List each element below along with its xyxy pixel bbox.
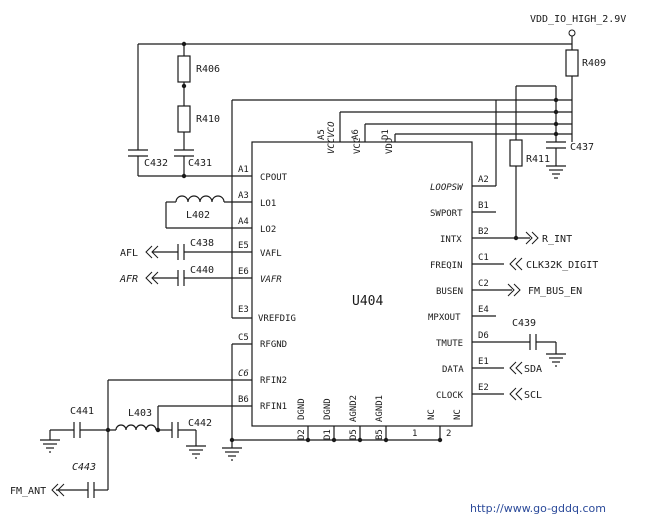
pin-sig-dgnd-1: DGND <box>297 398 307 420</box>
net-sda: SDA <box>524 364 542 375</box>
net-fm-ant: FM_ANT <box>10 486 46 497</box>
l403-label: L403 <box>128 408 152 419</box>
net-fm-bus-en: FM_BUS_EN <box>528 286 582 297</box>
watermark-url: http://www.go-gddq.com <box>470 502 606 515</box>
pin-sig-vrefdig: VREFDIG <box>258 314 296 324</box>
pin-sig-lo2: LO2 <box>260 225 276 235</box>
pin-num-a6: A6 <box>351 129 361 140</box>
pin-num-c1: C1 <box>478 253 489 263</box>
c440-label: C440 <box>190 265 214 276</box>
pin-num-d2: D2 <box>297 429 307 440</box>
scl-arrow-icon <box>509 387 523 401</box>
resistor-r409 <box>565 49 579 77</box>
r411-label: R411 <box>526 154 550 165</box>
pin-sig-nc-2: NC <box>453 409 463 420</box>
fm-ant-arrow-icon <box>51 483 65 497</box>
pin-num-e6: E6 <box>238 267 249 277</box>
pin-num-d6: D6 <box>478 331 489 341</box>
pin-num-e5: E5 <box>238 241 249 251</box>
net-afl: AFL <box>120 248 138 259</box>
pin-sig-agnd1: AGND1 <box>375 395 385 422</box>
r409-label: R409 <box>582 58 606 69</box>
pin-sig-vafl: VAFL <box>260 249 282 259</box>
pin-num-1: 1 <box>412 429 417 439</box>
pin-num-a3: A3 <box>238 191 249 201</box>
pin-sig-swport: SWPORT <box>430 209 463 219</box>
pin-sig-rfgnd: RFGND <box>260 340 287 350</box>
pin-sig-vdd: VDD <box>385 138 395 154</box>
pin-num-c2: C2 <box>478 279 489 289</box>
resistor-r406 <box>177 55 191 83</box>
pin-sig-agnd2: AGND2 <box>349 395 359 422</box>
pin-sig-nc-1: NC <box>427 409 437 420</box>
c438-label: C438 <box>190 238 214 249</box>
net-scl: SCL <box>524 390 542 401</box>
ic-name: U404 <box>352 294 383 309</box>
l402-label: L402 <box>186 210 210 221</box>
pin-sig-intx: INTX <box>440 235 462 245</box>
pin-num-a2: A2 <box>478 175 489 185</box>
pin-sig-rfin1: RFIN1 <box>260 402 287 412</box>
sda-arrow-icon <box>509 361 523 375</box>
pin-num-c5: C5 <box>238 333 249 343</box>
r-int-arrow-icon <box>525 231 539 245</box>
c442-label: C442 <box>188 418 212 429</box>
pin-num-a1: A1 <box>238 165 249 175</box>
r410-label: R410 <box>196 114 220 125</box>
pin-num-b6: B6 <box>238 395 249 405</box>
clk-arrow-icon <box>509 257 523 271</box>
ic-body <box>251 141 473 427</box>
pin-num-b5: B5 <box>375 429 385 440</box>
pin-num-b1: B1 <box>478 201 489 211</box>
pin-num-c6: C6 <box>238 369 249 379</box>
c439-label: C439 <box>512 318 536 329</box>
c431-label: C431 <box>188 158 212 169</box>
pin-num-d5: D5 <box>349 429 359 440</box>
pin-num-b2: B2 <box>478 227 489 237</box>
pin-sig-cpout: CPOUT <box>260 173 288 183</box>
fm-bus-en-arrow-icon <box>507 283 521 297</box>
pin-num-2: 2 <box>446 429 451 439</box>
pin-num-a4: A4 <box>238 217 249 227</box>
pin-sig-vccvco: VCCVCO <box>327 121 337 154</box>
pin-sig-dgnd-2: DGND <box>323 398 333 420</box>
pin-sig-data: DATA <box>442 365 464 375</box>
pin-num-e2: E2 <box>478 383 489 393</box>
c432-label: C432 <box>144 158 168 169</box>
pin-sig-lo1: LO1 <box>260 199 276 209</box>
inductor-l402 <box>175 195 225 203</box>
c441-label: C441 <box>70 406 94 417</box>
pin-sig-vafr: VAFR <box>260 275 282 285</box>
pin-sig-busen: BUSEN <box>436 287 463 297</box>
net-clk32k: CLK32K_DIGIT <box>526 260 598 271</box>
pin-sig-rfin2: RFIN2 <box>260 376 287 386</box>
resistor-r411 <box>509 139 523 167</box>
pin-sig-tmute: TMUTE <box>436 339 463 349</box>
resistor-r410 <box>177 105 191 133</box>
pin-sig-loopsw: LOOPSW <box>430 183 464 193</box>
pin-num-e3: E3 <box>238 305 249 315</box>
c443-label: C443 <box>72 462 96 473</box>
pin-sig-vcc: VCC <box>353 138 363 154</box>
inductor-l403 <box>115 424 157 431</box>
pin-sig-freqin: FREQIN <box>430 261 463 271</box>
c437-label: C437 <box>570 142 594 153</box>
pin-num-a5: A5 <box>317 129 327 140</box>
supply-label: VDD_IO_HIGH_2.9V <box>530 14 626 25</box>
r406-label: R406 <box>196 64 220 75</box>
pin-sig-clock: CLOCK <box>436 391 464 401</box>
pin-num-d1-bottom: D1 <box>323 429 333 440</box>
net-r-int: R_INT <box>542 234 572 245</box>
pin-num-e1: E1 <box>478 357 489 367</box>
pin-num-e4: E4 <box>478 305 489 315</box>
pin-num-d1-top: D1 <box>381 129 391 140</box>
pin-sig-mpxout: MPXOUT <box>428 313 461 323</box>
net-afr: AFR <box>119 274 138 285</box>
supply-terminal <box>568 29 576 37</box>
